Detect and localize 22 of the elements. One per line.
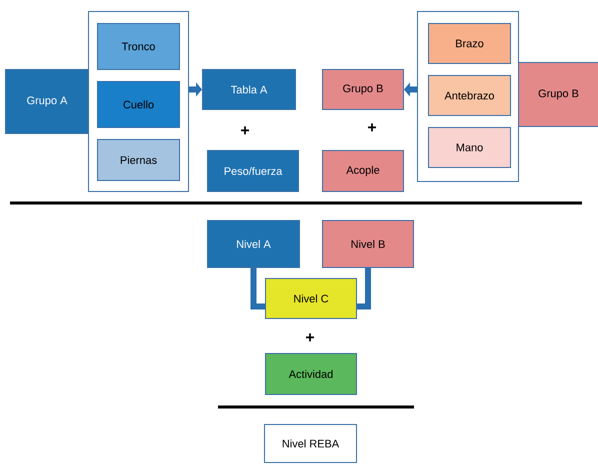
group-box: Grupo A — [5, 69, 89, 134]
connector — [250, 268, 265, 310]
level-box: Nivel B — [322, 220, 414, 268]
connector — [357, 268, 371, 310]
factor-box: Peso/fuerza — [207, 150, 299, 192]
body-part-box: Antebrazo — [428, 75, 511, 116]
plus-sign: + — [241, 126, 249, 134]
body-part-box: Tronco — [97, 23, 180, 70]
body-part-box: Mano — [428, 127, 511, 168]
table-box: Tabla A — [202, 69, 296, 110]
plus-sign: + — [368, 123, 376, 132]
body-part-box: Brazo — [428, 23, 511, 64]
activity-box: Actividad — [265, 353, 357, 395]
result-box: Nivel REBA — [264, 424, 357, 463]
body-part-box: Cuello — [97, 81, 180, 128]
plus-sign: + — [306, 333, 314, 342]
group-box: Grupo B — [518, 62, 598, 127]
factor-box: Acople — [322, 150, 404, 192]
level-box: Nivel C — [265, 278, 357, 319]
group-box: Grupo B — [322, 69, 404, 110]
level-box: Nivel A — [207, 220, 300, 268]
body-part-box: Piernas — [97, 139, 180, 181]
